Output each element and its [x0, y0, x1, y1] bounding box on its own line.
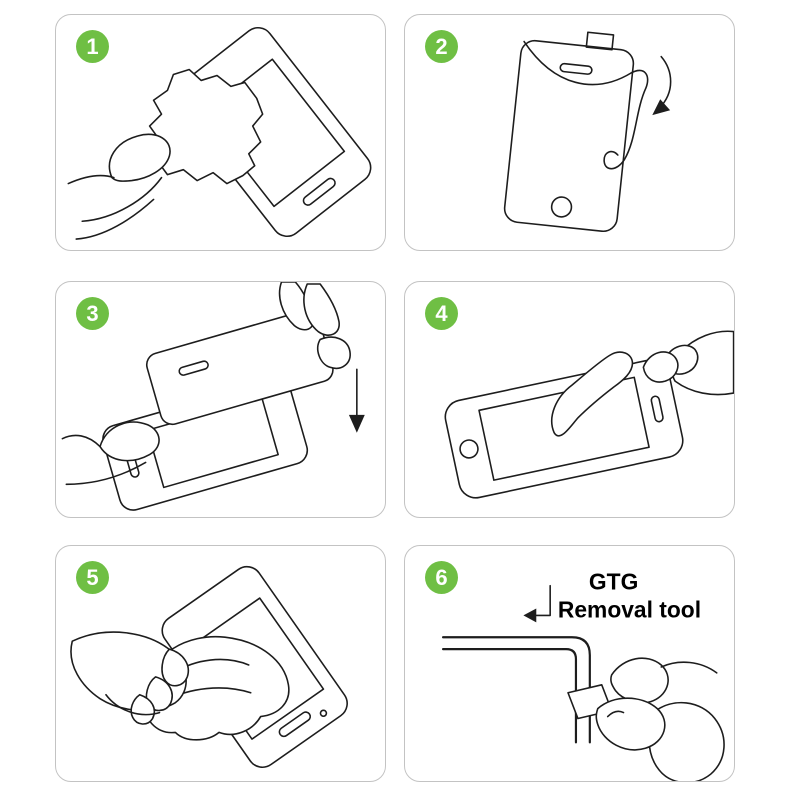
step-5-number: 5 [86, 564, 99, 590]
home-cutout [550, 196, 573, 218]
pull-tab [585, 31, 615, 51]
finger [130, 693, 156, 725]
peel-protective-film-illustration [503, 31, 672, 233]
thumb [595, 697, 666, 751]
arrowhead-icon [348, 414, 365, 433]
index-finger [610, 657, 669, 704]
glass-corner-outer-edge [441, 636, 591, 744]
peel-fold-line [523, 40, 633, 86]
step-3-panel: 3 [55, 281, 386, 518]
cleaning-cloth [148, 68, 264, 185]
gtg-removal-tool-illustration: GTG Removal tool [441, 569, 725, 781]
thumb-line [105, 693, 161, 716]
finger [303, 283, 340, 336]
step-3-number: 3 [86, 300, 99, 326]
index-finger [550, 351, 634, 437]
step-2-panel: 2 [404, 14, 735, 251]
palm [648, 701, 725, 781]
step-6-number-badge: 6 [425, 561, 458, 594]
gtg-label: GTG [589, 569, 638, 595]
speaker-cutout [559, 62, 593, 75]
phone-outline [444, 358, 684, 499]
step-2-number: 2 [435, 33, 448, 59]
glass-corner-inner-edge [441, 648, 578, 744]
wrist-line [660, 661, 718, 674]
press-center-with-finger-illustration [444, 330, 734, 499]
hand-line [67, 174, 115, 185]
step-1-number: 1 [86, 33, 99, 59]
step-1-number-badge: 1 [76, 30, 109, 63]
hand-line [81, 176, 163, 223]
step-4-number-badge: 4 [425, 297, 458, 330]
hand-line [61, 434, 101, 448]
removal-tool-label: Removal tool [558, 596, 701, 622]
thumb [108, 133, 171, 182]
arrowhead-icon [523, 608, 537, 623]
hand-line [65, 461, 147, 486]
step-4-panel: 4 [404, 281, 735, 518]
step-1-panel: 1 [55, 14, 386, 251]
step-3-number-badge: 3 [76, 297, 109, 330]
smooth-out-with-cloth-illustration [70, 565, 348, 769]
wipe-screen-with-cloth-illustration [67, 26, 372, 240]
thumb [317, 336, 351, 370]
finger [161, 648, 190, 687]
finger [145, 676, 173, 712]
thumb [99, 421, 160, 462]
hand-line [75, 198, 155, 240]
step-5-panel: 5 [55, 545, 386, 782]
peeled-layer [603, 69, 649, 170]
step-4-number: 4 [435, 300, 448, 326]
arrowhead-icon [652, 99, 671, 116]
pointer-arrow-icon [535, 584, 551, 617]
curled-finger [642, 351, 679, 383]
step-6-number: 6 [435, 564, 448, 590]
step-2-number-badge: 2 [425, 30, 458, 63]
step-5-number-badge: 5 [76, 561, 109, 594]
protector-film [503, 31, 649, 233]
thumbnail-line [606, 710, 625, 718]
step-6-panel: 6 GTG Removal tool [404, 545, 735, 782]
align-protector-over-phone-illustration [61, 282, 365, 511]
